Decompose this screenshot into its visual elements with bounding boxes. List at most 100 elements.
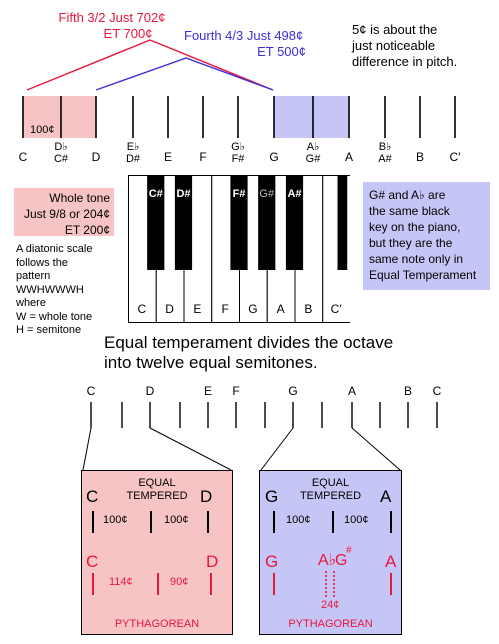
- black-key[interactable]: [174, 175, 193, 270]
- whole-tone-et: ET 200¢: [64, 223, 110, 237]
- cd-title-1: EQUAL: [138, 477, 176, 489]
- note-flat: B♭: [378, 141, 392, 153]
- bottom-note-label: C: [86, 384, 96, 398]
- jnd-line-3: difference in pitch.: [352, 54, 458, 69]
- note-sharp: C#: [53, 153, 69, 165]
- interval-brackets: [26, 39, 274, 91]
- diatonic-line: H = semitone: [16, 324, 82, 336]
- cd-py-b: 90¢: [170, 576, 189, 588]
- cd-ticks: [92, 511, 212, 595]
- fifth-just-label: Fifth 3/2 Just 702¢: [58, 10, 166, 25]
- diatonic-line: pattern: [16, 270, 51, 282]
- gsharp-line: but they are the: [369, 236, 453, 250]
- note-sharp: G#: [305, 153, 321, 165]
- equal-temp-line-1: Equal temperament divides the octave: [104, 333, 394, 352]
- ga-footer: PYTHAGOREAN: [288, 618, 373, 630]
- diatonic-line: where: [16, 297, 46, 309]
- bottom-note-label: E: [203, 384, 212, 398]
- bottom-note-label: C: [432, 384, 442, 398]
- equal-temp-line-2: into twelve equal semitones.: [104, 353, 318, 372]
- gsharp-line: key on the piano,: [369, 220, 461, 234]
- white-key-label: F: [221, 302, 228, 316]
- note-flat: D♭: [54, 141, 68, 153]
- fourth-bracket: [95, 57, 274, 91]
- whole-tone-title: Whole tone: [49, 191, 110, 205]
- note-sharp: F#: [231, 153, 245, 165]
- diatonic-line: follows the: [16, 256, 68, 269]
- fourth-et-label: ET 500¢: [257, 44, 306, 59]
- gsharp-line: the same black: [369, 204, 450, 218]
- ga-py-sharp-sign: #: [346, 545, 352, 556]
- cd-title-2: TEMPERED: [126, 490, 188, 502]
- cd-py-a: 114¢: [109, 576, 133, 588]
- note-flat: E♭: [126, 141, 140, 153]
- top-note-label: G: [269, 150, 279, 164]
- cd-et-a: 100¢: [103, 514, 128, 526]
- fourth-just-label: Fourth 4/3 Just 498¢: [184, 28, 304, 43]
- top-note-label: E♭D#: [113, 141, 153, 165]
- black-key-label: C#: [149, 188, 163, 200]
- fourth-shade: [274, 96, 349, 138]
- bottom-note-label: A: [347, 384, 356, 398]
- ga-et-a: 100¢: [286, 514, 311, 526]
- cd-connector: [149, 427, 232, 470]
- white-key-label: D: [165, 302, 174, 316]
- jnd-line-2: just noticeable: [352, 38, 436, 53]
- cd-note-c: C: [86, 487, 99, 506]
- bottom-scale: [82, 402, 438, 470]
- fifth-bracket: [26, 39, 274, 91]
- ga-et-b: 100¢: [344, 514, 369, 526]
- cd-connector: [82, 427, 92, 470]
- jnd-line-1: 5¢ is about the: [352, 22, 438, 37]
- black-key-label: F#: [233, 188, 246, 200]
- cd-py-d: D: [206, 552, 219, 571]
- bottom-note-label: B: [403, 384, 412, 398]
- ga-connector: [351, 427, 401, 470]
- jnd-note: 5¢ is about the just noticeable differen…: [352, 22, 457, 70]
- ga-ticks: [273, 511, 392, 597]
- whole-tone-just: Just 9/8 or 204¢: [23, 207, 110, 221]
- white-key-label: C′: [331, 302, 343, 316]
- ga-py-g: G: [265, 552, 279, 571]
- note-flat: G♭: [231, 141, 245, 153]
- black-key[interactable]: [258, 175, 276, 270]
- note-sharp: A#: [378, 153, 392, 165]
- ga-note-a: A: [380, 487, 392, 506]
- black-key-label: D#: [176, 188, 190, 200]
- top-note-label: G♭F#: [218, 141, 258, 165]
- black-key-label: A#: [287, 188, 301, 200]
- black-key-edge: [337, 175, 348, 270]
- ga-py-aflat: A♭: [318, 552, 337, 569]
- top-scale-ticks: [22, 96, 456, 138]
- black-key[interactable]: [285, 175, 304, 270]
- gsharp-line: Equal Temperament: [369, 268, 477, 282]
- bottom-note-label: G: [288, 384, 298, 398]
- ga-note-g: G: [265, 487, 279, 506]
- black-key-label: G#: [259, 188, 275, 200]
- cd-note-d: D: [200, 487, 213, 506]
- black-key[interactable]: [230, 175, 248, 270]
- top-note-label: A♭G#: [293, 141, 333, 165]
- diatonic-line: WWHWWWH: [16, 283, 84, 296]
- diatonic-line: A diatonic scale: [16, 243, 93, 255]
- note-flat: A♭: [306, 141, 320, 153]
- cd-et-b: 100¢: [164, 514, 189, 526]
- top-note-label: E: [163, 150, 172, 164]
- top-note-label: C′: [449, 150, 461, 164]
- fifth-et-label: ET 700¢: [103, 26, 153, 41]
- top-note-label: A: [344, 150, 353, 164]
- ga-title-1: EQUAL: [311, 477, 350, 489]
- fifth-shade: [22, 96, 96, 138]
- cd-py-c: C: [86, 552, 99, 571]
- note-sharp: D#: [125, 153, 141, 165]
- top-note-label: D♭C#: [41, 141, 81, 165]
- ga-detail-box: EQUAL TEMPERED G A 100¢ 100¢ G A A♭ G # …: [259, 470, 402, 635]
- black-key[interactable]: [147, 175, 165, 270]
- cd-footer: PYTHAGOREAN: [114, 618, 200, 630]
- top-note-label: C: [18, 150, 28, 164]
- top-note-label: B: [415, 150, 424, 164]
- gsharp-line: same note only in: [369, 252, 464, 266]
- white-key-label: A: [277, 302, 285, 316]
- ga-connector: [260, 427, 294, 470]
